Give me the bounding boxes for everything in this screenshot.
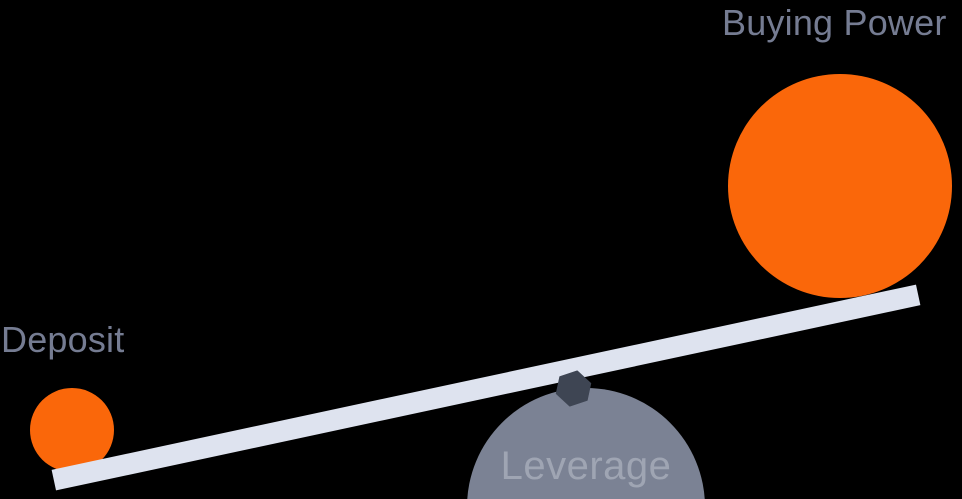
- buying-power-label: Buying Power: [722, 2, 947, 43]
- buying-power-circle: [728, 74, 952, 298]
- deposit-label: Deposit: [1, 319, 125, 360]
- leverage-label: Leverage: [500, 444, 672, 488]
- deposit-circle: [30, 388, 114, 472]
